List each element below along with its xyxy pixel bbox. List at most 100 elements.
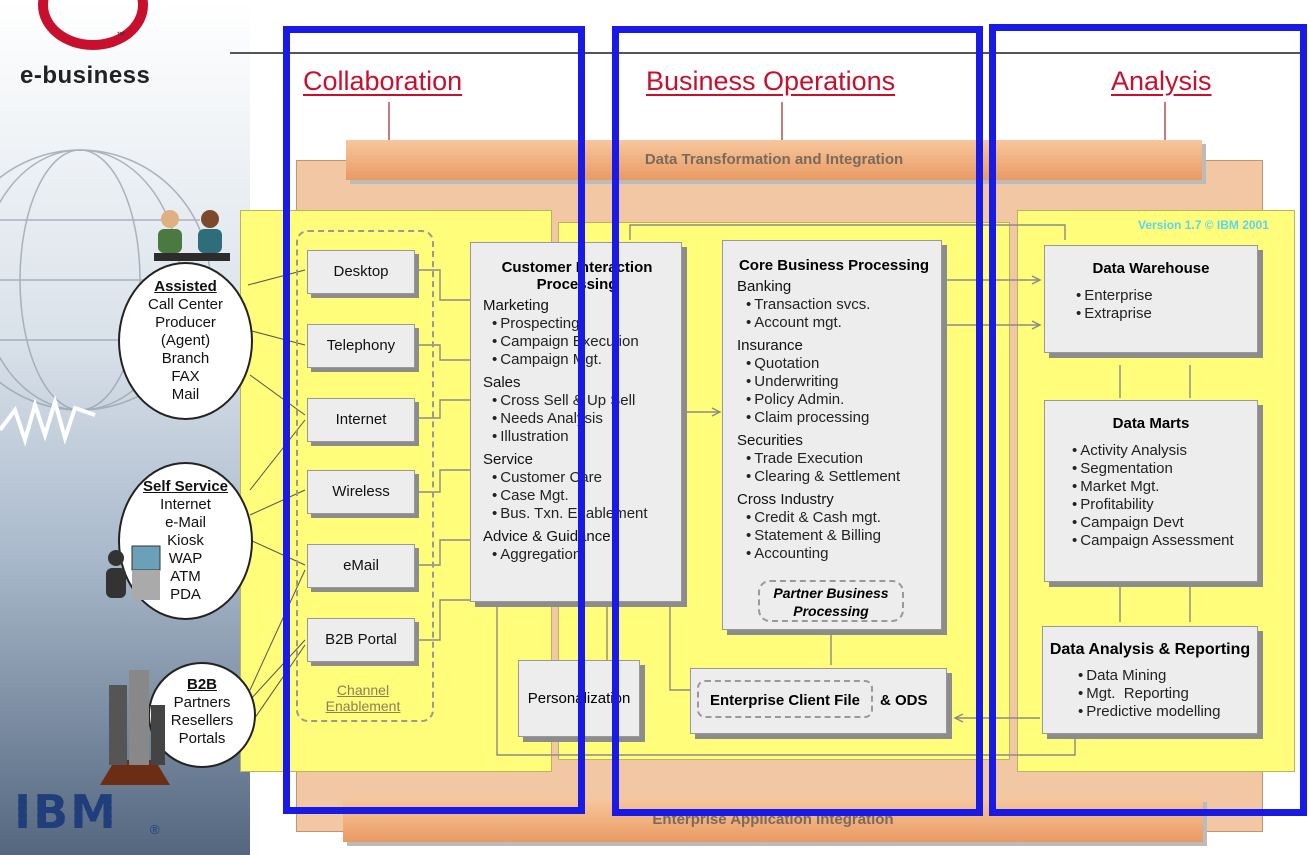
cbp-section-banking: Banking [737, 278, 792, 295]
cloud-line: Mail [171, 386, 200, 403]
cbp-item: Credit & Cash mgt. [737, 509, 931, 527]
cloud-self-service: Self Service Internet e-Mail Kiosk WAP A… [118, 462, 253, 620]
cbp-item: Accounting [737, 545, 931, 563]
channel-desktop: Desktop [307, 250, 415, 294]
box-data-analysis-reporting: Data Analysis & Reporting Data Mining Mg… [1042, 626, 1258, 734]
cloud-assisted: Assisted Call Center Producer (Agent) Br… [118, 262, 253, 420]
kiosk-user-icon [106, 545, 161, 600]
trademark: ™ [116, 30, 125, 40]
cip-item: Needs Analysis [483, 410, 671, 428]
highlight-analysis [989, 24, 1307, 816]
dar-item: Mgt. Reporting [1069, 685, 1257, 703]
cloud-title: B2B [186, 676, 217, 693]
cbp-item: Underwriting [737, 373, 931, 391]
cloud-line: Call Center [147, 296, 224, 313]
connector-collaboration [388, 102, 390, 140]
cip-section-marketing: Marketing [483, 297, 549, 314]
cloud-title: Self Service [142, 478, 229, 495]
channel-telephony: Telephony [307, 324, 415, 368]
cbp-item: Policy Admin. [737, 391, 931, 409]
cip-section-sales: Sales [483, 374, 521, 391]
cbp-section-insurance: Insurance [737, 337, 803, 354]
box-data-warehouse: Data Warehouse Enterprise Extraprise [1044, 245, 1258, 353]
cbp-item: Quotation [737, 355, 931, 373]
cip-section-service: Service [483, 451, 534, 468]
ods-label: & ODS [880, 692, 928, 709]
enterprise-client-file-label: Enterprise Client File [697, 680, 873, 718]
cbp-item: Trade Execution [737, 450, 931, 468]
cloud-line: Resellers [170, 712, 234, 729]
box-data-marts: Data Marts Activity Analysis Segmentatio… [1044, 400, 1258, 582]
cloud-title: Assisted [154, 278, 217, 295]
cloud-line: FAX [171, 368, 200, 385]
dw-title: Data Warehouse [1092, 260, 1210, 277]
cip-item: Customer Care [483, 469, 671, 487]
dw-item: Enterprise [1067, 287, 1257, 305]
channel-b2b-portal: B2B Portal [307, 618, 415, 662]
cbp-item: Account mgt. [737, 314, 931, 332]
channel-enablement-label: Channel Enablement [325, 682, 401, 714]
cbp-item: Transaction svcs. [737, 296, 931, 314]
dar-item: Data Mining [1069, 667, 1257, 685]
cip-item: Cross Sell & Up Sell [483, 392, 671, 410]
dm-item: Market Mgt. [1063, 478, 1257, 496]
cloud-line: (Agent) [160, 332, 211, 349]
cbp-item: Clearing & Settlement [737, 468, 931, 486]
dar-item: Predictive modelling [1069, 703, 1257, 721]
title-business-operations: Business Operations [646, 66, 896, 96]
cbp-item: Claim processing [737, 409, 931, 427]
ebusiness-tagline: e-business [20, 62, 151, 89]
partner-business-processing: Partner Business Processing [758, 580, 904, 622]
channel-enablement-group [296, 230, 434, 722]
highlight-business-operations [612, 26, 983, 816]
registered-mark: ® [150, 822, 160, 837]
version-label: Version 1.7 © IBM 2001 [1138, 218, 1269, 232]
cbp-item: Statement & Billing [737, 527, 931, 545]
cloud-line: Producer [155, 314, 216, 331]
band-data-transformation: Data Transformation and Integration [346, 140, 1202, 180]
buildings-icon [100, 670, 170, 785]
channel-email: eMail [307, 544, 415, 588]
dar-title: Data Analysis & Reporting [1049, 641, 1251, 658]
cloud-line: e-Mail [165, 514, 206, 531]
dm-title: Data Marts [1112, 415, 1190, 432]
cip-item: Campaign Mgt. [483, 351, 671, 369]
title-collaboration: Collaboration [303, 66, 463, 96]
cloud-line: Portals [178, 730, 226, 747]
channel-internet: Internet [307, 398, 415, 442]
cloud-line: PDA [170, 586, 201, 603]
header-rule [230, 52, 1300, 54]
channel-wireless: Wireless [307, 470, 415, 514]
agents-icon [154, 210, 230, 261]
cbp-section-securities: Securities [737, 432, 803, 449]
dm-item: Campaign Assessment [1063, 532, 1257, 550]
cloud-line: WAP [168, 550, 203, 567]
connector-business-operations [781, 102, 783, 140]
cbp-title: Core Business Processing [738, 257, 930, 274]
dm-item: Profitability [1063, 496, 1257, 514]
cip-item: Prospecting [483, 315, 671, 333]
cbp-section-cross-industry: Cross Industry [737, 491, 834, 508]
connector-analysis [1164, 102, 1166, 140]
cloud-line: Partners [173, 694, 231, 711]
cloud-line: Kiosk [167, 532, 204, 549]
dm-item: Campaign Devt [1063, 514, 1257, 532]
dw-item: Extraprise [1067, 305, 1257, 323]
cloud-line: Branch [161, 350, 210, 367]
box-core-business-processing: Core Business Processing Banking Transac… [722, 240, 942, 630]
cloud-b2b: B2B Partners Resellers Portals [148, 662, 256, 768]
cip-item: Case Mgt. [483, 487, 671, 505]
cip-item: Bus. Txn. Enablement [483, 505, 671, 523]
dm-item: Segmentation [1063, 460, 1257, 478]
band-enterprise-application-integration: Enterprise Application Integration [343, 798, 1203, 842]
dm-item: Activity Analysis [1063, 442, 1257, 460]
cip-item: Illustration [483, 428, 671, 446]
box-customer-interaction-processing: Customer Interaction Processing Marketin… [470, 242, 682, 602]
cip-item: Aggregation [483, 546, 671, 564]
cloud-line: ATM [170, 568, 201, 585]
cloud-line: Internet [160, 496, 211, 513]
ibm-logo: IBM [14, 785, 118, 839]
title-analysis: Analysis [1111, 66, 1212, 96]
cip-item: Campaign Execution [483, 333, 671, 351]
